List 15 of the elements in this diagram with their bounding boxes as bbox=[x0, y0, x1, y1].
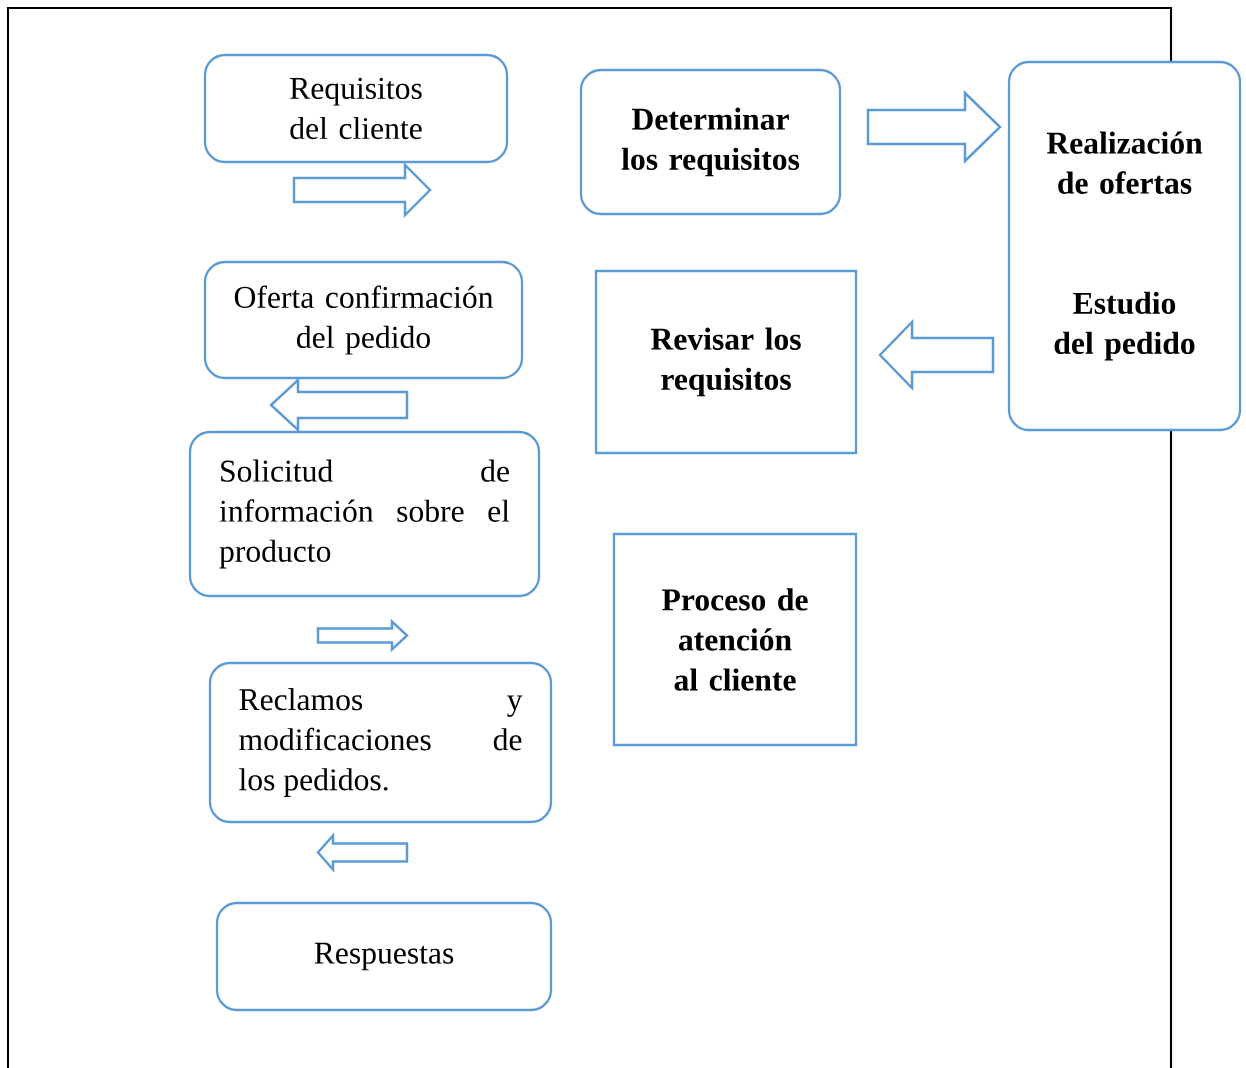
rounded-box: Requisitos del cliente bbox=[203, 53, 509, 164]
block-arrow bbox=[269, 377, 409, 433]
block-arrow bbox=[316, 832, 409, 873]
rounded-box: Determinar los requisitos bbox=[579, 68, 842, 216]
rounded-box: Reclamos y modificaciones de los pedidos. bbox=[208, 661, 553, 824]
block-arrow bbox=[316, 618, 409, 653]
block-arrow bbox=[878, 318, 995, 392]
block-arrow bbox=[866, 90, 1002, 164]
rounded-box: Respuestas bbox=[215, 901, 553, 1012]
rounded-box: Realización de ofertas Estudio del pedido bbox=[1007, 60, 1242, 432]
rounded-box: Oferta confirmación del pedido bbox=[203, 260, 524, 380]
process-box: Proceso de atención al cliente bbox=[612, 532, 858, 747]
process-box: Revisar los requisitos bbox=[594, 269, 858, 455]
rounded-box: Solicitud de información sobre el producto bbox=[188, 430, 541, 598]
block-arrow bbox=[292, 162, 432, 218]
